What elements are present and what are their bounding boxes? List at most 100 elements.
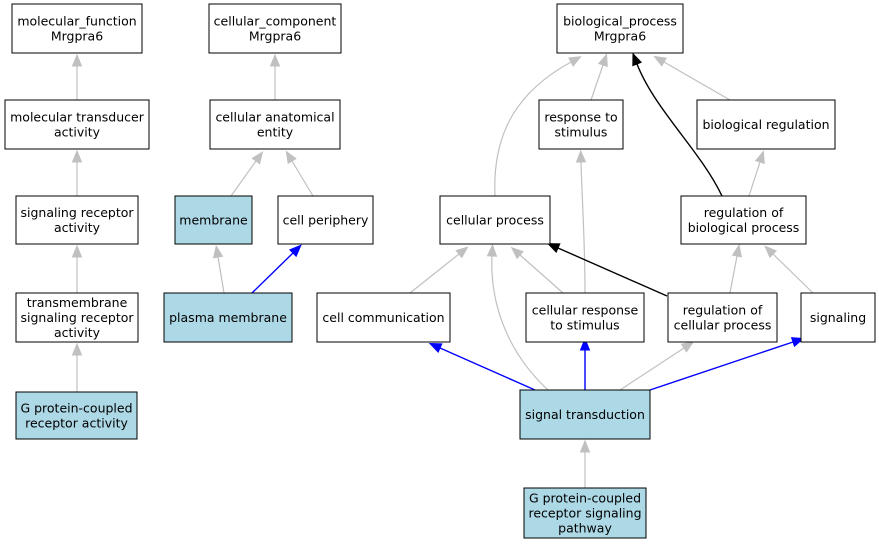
- node-box: [4, 99, 150, 150]
- arrowhead: [71, 149, 83, 163]
- arrowhead: [568, 56, 582, 67]
- node-label-line: signaling receptor: [20, 310, 134, 325]
- node-label-line: stimulus: [555, 125, 608, 140]
- arrowhead: [455, 246, 469, 259]
- node-label-line: regulation of: [683, 303, 763, 318]
- edge-crs-to-rts: [575, 149, 587, 294]
- edge-layer: [71, 52, 814, 488]
- edge-rts-to-bp: [590, 53, 608, 101]
- node-st[interactable]: signal transduction: [519, 389, 651, 440]
- node-ccomm[interactable]: cell communication: [316, 292, 451, 343]
- arrowhead: [486, 243, 498, 257]
- arrowhead: [653, 55, 668, 67]
- node-label-line: cellular_component: [214, 14, 337, 29]
- edge-ccomm-to-cproc: [409, 246, 469, 294]
- node-box: [556, 3, 684, 54]
- arrowhead: [510, 246, 524, 260]
- edge-line: [590, 64, 604, 101]
- arrowhead: [285, 150, 297, 165]
- edge-pm-to-membrane: [212, 244, 225, 294]
- arrowhead: [428, 343, 443, 353]
- node-label-line: regulation of: [704, 205, 784, 220]
- edge-membrane-to-cae: [230, 150, 264, 197]
- arrowhead: [579, 337, 591, 351]
- node-label-line: cellular anatomical: [215, 110, 334, 125]
- edge-cellper-to-cae: [285, 150, 314, 197]
- arrowhead: [754, 150, 765, 165]
- node-box: [800, 292, 876, 343]
- arrowhead: [71, 53, 83, 67]
- node-box: [316, 292, 451, 343]
- edge-st-to-cproc: [486, 243, 549, 391]
- edge-line: [494, 61, 572, 197]
- node-box: [519, 389, 651, 440]
- edge-line: [217, 256, 225, 294]
- arrowhead: [680, 341, 695, 353]
- node-box: [15, 195, 139, 245]
- node-label-line: cell periphery: [283, 213, 369, 228]
- edge-pm-to-cellper: [251, 244, 302, 294]
- node-cellper[interactable]: cell periphery: [277, 195, 374, 245]
- node-label-line: receptor signaling: [528, 506, 641, 521]
- node-label-line: signaling receptor: [20, 205, 134, 220]
- node-label-line: activity: [54, 125, 101, 140]
- edge-line: [291, 160, 314, 197]
- edge-gpcrsp-to-st: [579, 439, 591, 488]
- node-label-line: Mrgpra6: [51, 29, 103, 44]
- node-box: [163, 292, 293, 343]
- arrowhead: [731, 243, 743, 258]
- node-label-line: pathway: [558, 521, 612, 536]
- edge-line: [619, 347, 685, 391]
- node-label-line: Mrgpra6: [594, 29, 646, 44]
- arrowhead: [546, 243, 561, 254]
- arrowhead: [71, 342, 83, 356]
- edge-line: [772, 253, 814, 294]
- node-label-line: cellular response: [532, 303, 639, 318]
- edge-line: [636, 63, 723, 197]
- arrowhead: [288, 244, 302, 258]
- edge-line: [491, 255, 549, 391]
- edge-cproc-to-bp: [494, 56, 582, 197]
- node-label-line: biological_process: [563, 14, 677, 29]
- node-label-line: molecular transducer: [10, 110, 145, 125]
- node-label-line: cellular process: [674, 318, 772, 333]
- edge-tsra-to-sra: [71, 244, 83, 293]
- arrowhead: [632, 52, 643, 67]
- node-membrane[interactable]: membrane: [174, 195, 253, 245]
- node-label-line: biological process: [688, 220, 800, 235]
- node-label-line: signal transduction: [525, 407, 645, 422]
- edge-line: [729, 255, 738, 294]
- node-cproc[interactable]: cellular process: [439, 195, 551, 245]
- arrowhead: [579, 439, 591, 453]
- edge-cae-to-cc: [269, 53, 281, 100]
- node-box: [208, 3, 342, 54]
- node-pm[interactable]: plasma membrane: [163, 292, 293, 343]
- edge-st-to-crs: [579, 337, 591, 390]
- node-breg[interactable]: biological regulation: [696, 99, 836, 150]
- edge-line: [251, 252, 294, 294]
- node-signaling[interactable]: signaling: [800, 292, 876, 343]
- edge-mta-to-mf: [71, 53, 83, 100]
- node-label-line: G protein-coupled: [20, 401, 132, 416]
- node-box: [277, 195, 374, 245]
- node-label-line: cellular process: [446, 213, 544, 228]
- node-box: [15, 391, 138, 440]
- arrowhead: [575, 149, 587, 163]
- edge-line: [230, 160, 257, 197]
- node-box: [15, 292, 139, 343]
- edge-rcp-to-rbp: [729, 243, 743, 294]
